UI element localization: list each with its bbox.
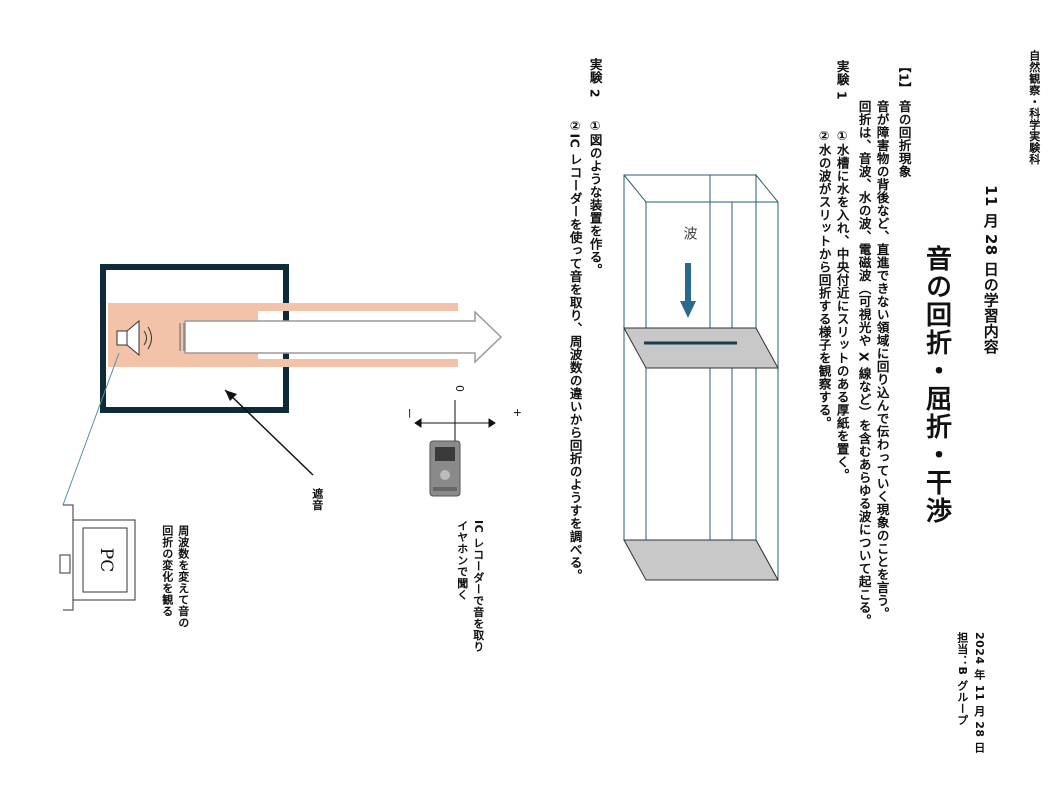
axis-plus-label: + (510, 408, 524, 418)
recorder-note-line: イヤホンで聞く (455, 520, 469, 601)
water-tank-diagram (623, 173, 779, 581)
recorder-note-line: IC レコーダーで音を取り (471, 520, 485, 653)
section-text-line: 音が障害物の背後など、直進できない領域に回り込んで伝わっていく現象のことを言う。 (874, 100, 890, 620)
experiment2-step: ②IC レコーダーを使って音を取り、周波数の違いから回折のようすを調べる。 (567, 118, 583, 583)
pipe-lower (108, 359, 458, 367)
speaker-icon (116, 319, 152, 357)
page-title: 音の回折・屈折・干渉 (921, 245, 952, 525)
author-group: 担当：B グループ (955, 632, 969, 726)
section-text-line: 回折は、音波、水の波、電磁波（可視光や X 線など）を含むあらゆる波について起こ… (856, 100, 872, 627)
axis-minus-label: ー (402, 408, 416, 420)
tank-top-edge (623, 174, 778, 203)
obstacle-pointer (224, 389, 314, 476)
document-date: 2024 年 11 月 28 日 (972, 632, 986, 754)
slit-cardboard (623, 327, 779, 369)
pc-icon (59, 504, 136, 611)
experiment1-label: 実験 1 (834, 60, 850, 101)
sound-apparatus-diagram (59, 264, 503, 611)
experiment2-label: 実験 2 (587, 58, 603, 99)
ic-recorder-icon (429, 440, 461, 497)
tank-side-face (755, 173, 779, 581)
frequency-axis (414, 400, 496, 447)
lesson-date: 11 月 28 日の学習内容 (981, 185, 1000, 355)
speaker-cable (62, 352, 120, 506)
experiment1-step: ②水の波がスリットから回折する様子を観察する。 (816, 128, 832, 430)
sound-direction-arrow (184, 310, 503, 364)
tank-bottom (623, 539, 779, 581)
course-name: 自然観察・科学実験科 (1027, 50, 1041, 165)
obstacle-label: 遮音 (310, 488, 324, 511)
pipe-upper (108, 303, 458, 311)
pc-label: PC (96, 547, 117, 573)
wave-label: 波 (681, 226, 698, 241)
obstacle-pointer-head (225, 390, 237, 401)
wave-arrow (685, 263, 691, 303)
axis-zero-label: 0 (452, 385, 466, 393)
section-heading: 【1】 音の回折現象 (896, 60, 912, 179)
wave-arrow-head (680, 301, 696, 318)
experiment1-step: ①水槽に水を入れ、中央付近にスリットのある厚紙を置く。 (834, 128, 850, 482)
experiment2-step: ①図のような装置を作る。 (587, 118, 603, 277)
pc-note-line: 回折の変化を観る (160, 525, 174, 617)
pc-note-line: 周波数を変えて音の (176, 525, 190, 629)
